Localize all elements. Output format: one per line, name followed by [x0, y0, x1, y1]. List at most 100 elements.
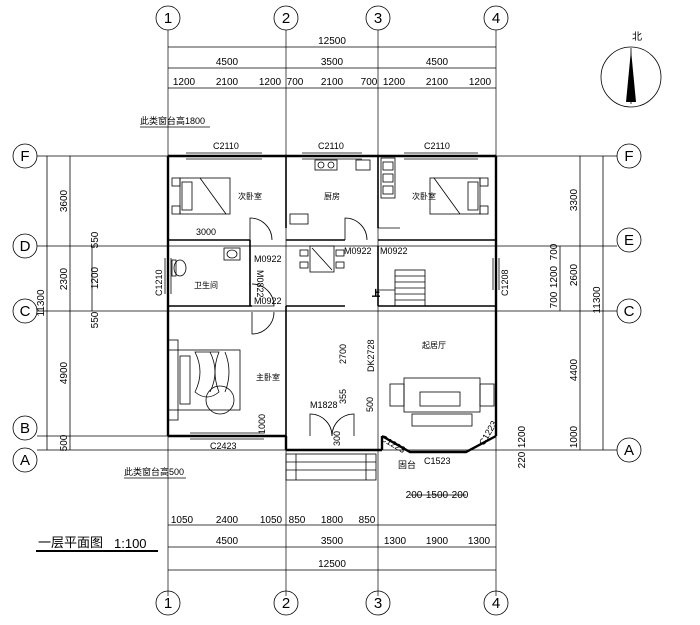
kitchen-fixtures-icon [289, 157, 396, 225]
note-bottom-sill: 此类窗台高500 [124, 466, 184, 477]
stair-icon: 上 [372, 269, 426, 307]
bottom-total-dim: 12500 [318, 559, 346, 570]
room-bathroom: 卫生间 [194, 280, 218, 290]
label-dim-2700: 2700 [338, 344, 348, 364]
left-outer-3: 4900 [59, 361, 70, 384]
note-top-sill: 此类窗台高1800 [140, 115, 205, 126]
top-detail-9: 1200 [469, 77, 492, 88]
label-bay-front: C1523 [424, 456, 451, 466]
bottom-detail-1: 1050 [171, 515, 194, 526]
toilet-icon [171, 259, 187, 277]
left-inner-3: 550 [90, 311, 101, 328]
label-door-bedroom-left: M0922 [254, 254, 282, 264]
left-dimensions: 11300 3600 2300 4900 500 550 1200 550 [36, 156, 101, 451]
room-bedroom2-right: 次卧室 [412, 191, 436, 201]
bottom-detail-4: 850 [289, 515, 306, 526]
bottom-detail-2: 2400 [216, 515, 239, 526]
right-inner-1: 700 [549, 243, 560, 260]
top-total-dim: 12500 [318, 36, 346, 47]
bed-master-icon [167, 339, 241, 421]
label-door-kitchen: M0922 [344, 246, 372, 256]
axis-bottom-4: 4 [492, 595, 500, 612]
axis-left-F: F [20, 148, 29, 165]
bottom-bay-3: 1300 [384, 536, 407, 547]
top-bay-2: 3500 [321, 57, 344, 68]
label-door-bath-b: M0922 [254, 296, 282, 306]
right-outer-1: 3300 [569, 188, 580, 211]
label-dim-355: 355 [338, 389, 348, 404]
bay-window-dim-2: 1500 [426, 490, 449, 501]
label-window-right-e: C1208 [500, 269, 510, 296]
bottom-dimensions: 200 1500 200 1050 2400 1050 850 1800 850… [168, 490, 496, 571]
label-door-main: M1828 [310, 400, 338, 410]
dining-table-icon [299, 245, 345, 273]
label-bay-sill: 固台 [398, 459, 416, 470]
label-window-bath: C1210 [154, 269, 164, 296]
axis-bottom-3: 3 [374, 595, 382, 612]
exterior-walls [166, 154, 498, 454]
room-kitchen: 厨房 [324, 191, 340, 201]
bay-window-dim-3: 200 [452, 490, 469, 501]
drawing-title: 一层平面图 [38, 535, 103, 550]
label-dim-300: 300 [332, 431, 342, 446]
sink-icon [223, 247, 241, 261]
axis-top-3: 3 [374, 10, 382, 27]
left-inner-2: 1200 [90, 266, 101, 289]
label-door-bedroom-right: M0922 [380, 246, 408, 256]
top-detail-8: 2100 [426, 77, 449, 88]
stair-up-label: 上 [372, 289, 380, 298]
doors [249, 217, 400, 437]
label-window-top-left: C2110 [213, 141, 239, 151]
top-detail-5: 2100 [321, 77, 344, 88]
axis-right-A: A [624, 442, 634, 459]
axis-top-2: 2 [282, 10, 290, 27]
bottom-detail-5: 1800 [321, 515, 344, 526]
top-detail-1: 1200 [173, 77, 196, 88]
axis-markers-top: 1 2 3 4 [155, 5, 509, 31]
right-bay-1: 1200 [517, 425, 528, 448]
axis-left-D: D [20, 238, 31, 255]
bottom-bay-4: 1900 [426, 536, 449, 547]
top-bay-1: 4500 [216, 57, 239, 68]
axis-markers-left: F D C B A [12, 143, 38, 473]
top-detail-2: 2100 [216, 77, 239, 88]
axis-left-C: C [20, 303, 31, 320]
bottom-detail-6: 850 [359, 515, 376, 526]
left-outer-2: 2300 [59, 267, 70, 290]
drawing-title-block: 一层平面图 1:100 [36, 535, 158, 552]
room-master-bedroom: 主卧室 [256, 372, 280, 382]
bed-right-icon [429, 177, 489, 215]
label-dim-1000: 1000 [257, 414, 267, 434]
axis-markers-bottom: 1 2 3 4 [155, 590, 509, 616]
top-detail-7: 1200 [383, 77, 406, 88]
right-outer-3: 4400 [569, 358, 580, 381]
left-total-dim: 11300 [36, 289, 47, 317]
top-detail-4: 700 [287, 77, 304, 88]
interior-walls [168, 156, 496, 436]
left-outer-4: 500 [59, 434, 70, 451]
axis-top-1: 1 [164, 10, 172, 27]
label-window-master: C2423 [210, 441, 237, 451]
label-dim-3000: 3000 [196, 227, 216, 237]
sofa-set-icon [389, 377, 495, 427]
room-living: 起居厅 [422, 341, 446, 350]
axis-bottom-2: 2 [282, 595, 290, 612]
right-outer-4: 1000 [569, 425, 580, 448]
label-dim-500: 500 [365, 397, 375, 412]
axis-right-E: E [624, 232, 634, 249]
sill-notes: 此类窗台高1800 此类窗台高500 [124, 115, 210, 479]
bottom-bay-5: 1300 [468, 536, 491, 547]
left-outer-1: 3600 [59, 189, 70, 212]
label-window-top-mid: C2110 [318, 141, 344, 151]
top-detail-6: 700 [361, 77, 378, 88]
bottom-bay-1: 4500 [216, 536, 239, 547]
label-bay-left: C1223 [379, 433, 407, 455]
top-detail-3: 1200 [259, 77, 282, 88]
room-bedroom2-left: 次卧室 [238, 191, 262, 201]
bed-left-icon [171, 177, 231, 215]
room-labels: 次卧室 厨房 次卧室 卫生间 主卧室 起居厅 [194, 191, 446, 382]
right-outer-2: 2600 [569, 263, 580, 286]
bottom-bay-2: 3500 [321, 536, 344, 547]
right-bay-2: 220 [517, 451, 528, 468]
axis-bottom-1: 1 [164, 595, 172, 612]
